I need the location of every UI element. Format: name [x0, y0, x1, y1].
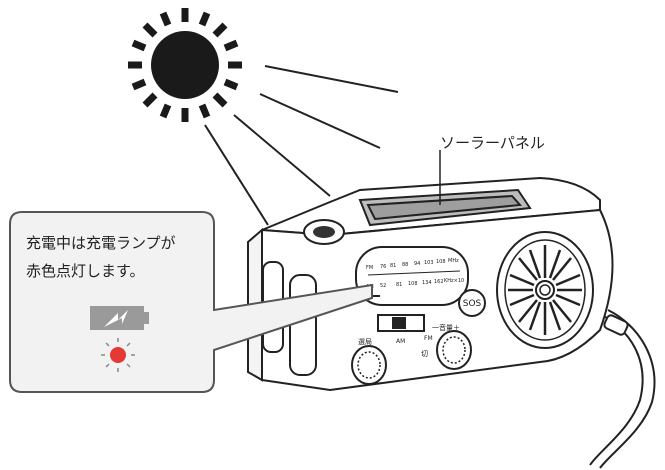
sunlight-rays [204, 65, 399, 226]
band-am-label: AM [396, 338, 405, 345]
speaker-grille [496, 231, 594, 349]
dial-fm-tick: 88 [402, 262, 408, 268]
lamp-glow-icon [101, 338, 135, 372]
wrist-strap [589, 309, 656, 469]
solar-panel-label: ソーラーパネル [440, 134, 545, 152]
dial-am-tick: 81 [396, 282, 402, 288]
charging-callout [9, 211, 373, 393]
band-fm-label: FM [424, 335, 433, 342]
sos-button[interactable]: SOS [458, 289, 486, 317]
dial-fm-tick: 94 [414, 261, 420, 267]
dial-fm-tick: 76 [380, 264, 386, 270]
dial-fm-tick: 103 [424, 260, 434, 266]
sun-icon [128, 8, 242, 122]
solar-panel [358, 188, 532, 227]
band-switch[interactable]: AM FM [377, 314, 433, 345]
volume-label: 一音量＋ [432, 323, 460, 332]
tuning-label: 選局 [358, 337, 372, 346]
dial-am-tick: 134 [422, 280, 432, 286]
battery-charging-icon [90, 306, 149, 330]
dial-am-tick: KHz×10 [444, 278, 464, 284]
volume-knob[interactable]: 一音量＋ 切 [421, 323, 472, 370]
callout-text-line2: 赤色点灯します。 [26, 262, 145, 280]
dial-fm-tick: MHz [448, 258, 459, 264]
dial-am-tick: 52 [380, 283, 386, 289]
dial-fm-tick: FM [366, 265, 373, 271]
dial-am-tick: 162 [434, 279, 444, 285]
dial-fm-scale: FM 76 81 88 94 103 108 MHz [366, 258, 459, 271]
sos-label: SOS [463, 299, 482, 309]
tuning-dial [355, 246, 469, 306]
dial-fm-tick: 108 [436, 259, 446, 265]
callout-text-line1: 充電中は充電ランプが [26, 234, 176, 252]
dial-fm-tick: 81 [390, 263, 396, 269]
dial-am-tick: 108 [408, 281, 418, 287]
volume-off-label: 切 [421, 350, 428, 358]
crank-knob [303, 219, 345, 245]
tuning-knob[interactable]: 選局 [351, 337, 387, 385]
